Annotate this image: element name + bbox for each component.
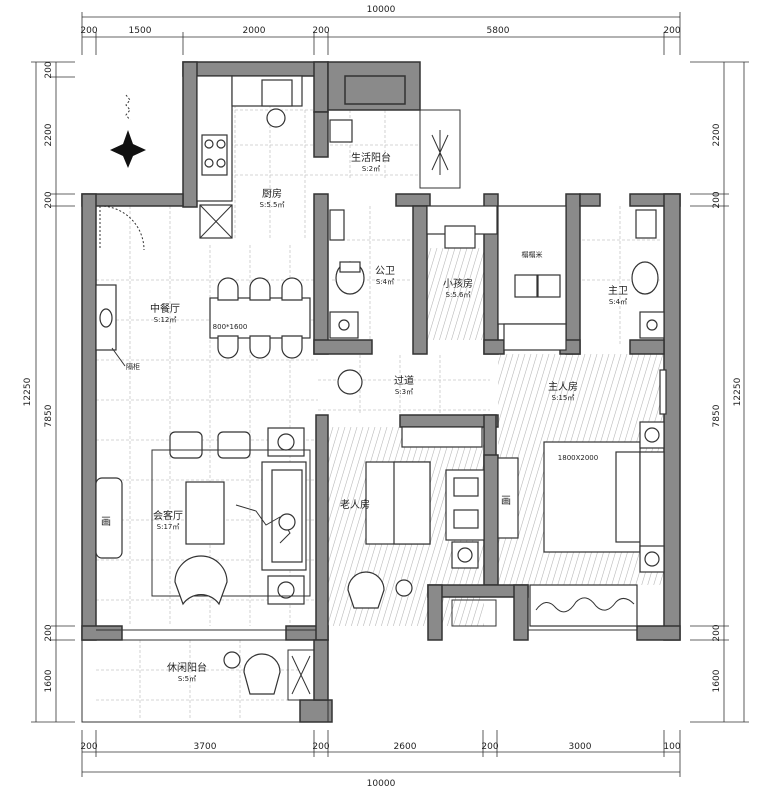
furniture	[95, 75, 667, 701]
dim-top-5: 5800	[487, 26, 510, 36]
label-cabinet: 隔柜	[126, 362, 140, 371]
area-corridor: S:3㎡	[395, 388, 413, 396]
tv-painting	[95, 477, 123, 559]
label-elder-room: 老人房	[340, 498, 370, 511]
dim-right-4: 200	[712, 624, 722, 641]
dim-left-2: 2200	[44, 123, 54, 146]
area-kitchen: S:5.5㎡	[260, 201, 285, 209]
dim-top-total: 10000	[367, 5, 396, 15]
dim-left-3: 200	[44, 191, 54, 208]
dim-top-2: 1500	[129, 26, 152, 36]
dim-left-5: 200	[44, 624, 54, 641]
area-kids-room: S:5.6㎡	[446, 291, 471, 299]
dim-bottom-6: 3000	[569, 742, 592, 752]
area-dining: S:12㎡	[154, 316, 177, 324]
area-master-bath: S:4㎡	[609, 298, 627, 306]
area-master-room: S:15㎡	[552, 394, 575, 402]
label-painting-master: 画	[501, 496, 511, 507]
dim-right-2: 200	[712, 191, 722, 208]
dim-left-4: 7850	[44, 404, 54, 427]
label-painting-living: 画	[101, 517, 111, 528]
dimension-labels: 10000 200 1500 2000 200 5800 200 200 370…	[23, 5, 743, 789]
label-master-bath: 主卫	[608, 285, 628, 297]
label-bed-size: 1800X2000	[558, 454, 598, 462]
dim-left-1: 200	[44, 61, 54, 78]
dim-right-1: 2200	[712, 123, 722, 146]
dim-right-3: 7850	[712, 404, 722, 427]
dim-right-total: 12250	[733, 377, 743, 406]
dim-bottom-3: 200	[312, 742, 329, 752]
label-tatami: 榻榻米	[522, 250, 543, 259]
outline	[81, 109, 637, 723]
label-service-balcony: 生活阳台	[351, 151, 391, 164]
label-table-size: 800*1600	[213, 323, 248, 331]
tatami-platform	[497, 205, 567, 325]
label-master-room: 主人房	[548, 380, 578, 393]
label-dining: 中餐厅	[150, 302, 180, 315]
walls	[81, 61, 681, 723]
dim-left-total: 12250	[23, 377, 33, 406]
dining-table	[209, 297, 311, 339]
label-living: 会客厅	[153, 509, 183, 522]
dim-right-5: 1600	[712, 669, 722, 692]
label-corridor: 过道	[394, 374, 414, 387]
area-leisure-balcony: S:5㎡	[178, 675, 196, 683]
dim-bottom-total: 10000	[367, 779, 396, 789]
dim-bottom-7: 100	[663, 742, 680, 752]
compass-icon	[110, 130, 146, 168]
dim-top-6: 200	[663, 26, 680, 36]
room-labels: 生活阳台 S:2㎡ 厨房 S:5.5㎡ 公卫 S:4㎡ 小孩房 S:5.6㎡ 榻…	[101, 151, 628, 683]
dim-bottom-4: 2600	[394, 742, 417, 752]
area-living: S:17㎡	[157, 523, 180, 531]
dim-top-4: 200	[312, 26, 329, 36]
label-leisure-balcony: 休闲阳台	[167, 661, 207, 674]
dim-top-1: 200	[80, 26, 97, 36]
dim-bottom-5: 200	[481, 742, 498, 752]
washing-machine	[261, 79, 293, 107]
dim-bottom-1: 200	[80, 742, 97, 752]
floor-grids	[96, 80, 660, 718]
area-public-bath: S:4㎡	[376, 278, 394, 286]
dim-bottom-2: 3700	[194, 742, 217, 752]
coffee-table	[185, 481, 225, 545]
label-public-bath: 公卫	[375, 266, 395, 277]
label-kids-room: 小孩房	[443, 277, 473, 290]
label-kitchen: 厨房	[262, 187, 282, 200]
dim-left-6: 1600	[44, 669, 54, 692]
area-service-balcony: S:2㎡	[362, 165, 380, 173]
dimension-lines	[31, 12, 749, 777]
dim-top-3: 2000	[243, 26, 266, 36]
